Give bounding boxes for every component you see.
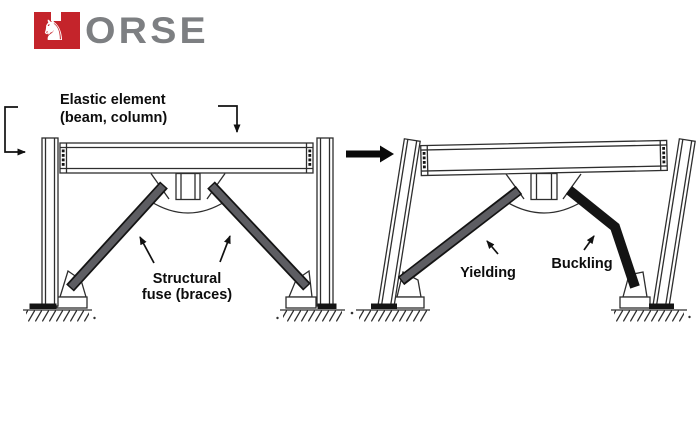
brace-right xyxy=(207,181,311,291)
bolt-group-left xyxy=(422,151,426,169)
elastic-element-label: Elastic element (beam, column) xyxy=(60,92,167,126)
yielding-label: Yielding xyxy=(460,265,516,281)
left-frame-diagram: Elastic element (beam, column) Structura… xyxy=(4,92,345,322)
elastic-arrow-beam xyxy=(218,105,241,133)
right-frame-diagram: Yielding Buckling xyxy=(350,138,696,322)
fuse-arrow-right xyxy=(219,235,231,263)
beam xyxy=(59,142,314,174)
column-right xyxy=(316,137,337,309)
logo-h-notch xyxy=(51,12,61,21)
logo-h-block: ♞ xyxy=(34,12,80,49)
buckling-arrow xyxy=(583,235,595,251)
bolt-group-left xyxy=(61,149,65,166)
column-left-pad xyxy=(371,303,397,309)
ground-hatch-left xyxy=(23,309,96,322)
bolt-group-right xyxy=(662,146,666,164)
yielding-arrow xyxy=(486,240,499,255)
ground-hatch-right xyxy=(611,309,691,322)
structural-fuse-label: Structural fuse (braces) xyxy=(142,271,232,303)
column-right xyxy=(652,138,696,308)
ground-hatch-right xyxy=(276,309,345,322)
column-right-pad xyxy=(649,303,674,309)
column-left xyxy=(29,137,59,309)
horse-logo: ♞ ORSE xyxy=(34,12,206,49)
svg-text:Elastic element: Elastic element xyxy=(60,92,166,108)
elastic-arrow-column xyxy=(4,106,26,156)
buckling-label: Buckling xyxy=(551,256,612,272)
bolt-group-right xyxy=(308,149,312,166)
svg-text:Structural: Structural xyxy=(153,271,222,287)
horse-knight-icon: ♞ xyxy=(40,14,67,47)
yielding-brace xyxy=(397,185,523,286)
svg-text:(beam, column): (beam, column) xyxy=(60,110,167,126)
ground-hatch-left xyxy=(350,309,430,322)
lateral-load-arrow xyxy=(346,145,394,163)
logo-wordmark: ORSE xyxy=(85,10,209,51)
svg-text:fuse (braces): fuse (braces) xyxy=(142,287,232,303)
buckling-brace xyxy=(565,186,640,289)
center-gusset xyxy=(149,172,227,214)
beam xyxy=(420,139,668,177)
brace-left xyxy=(66,181,168,292)
fuse-arrow-left xyxy=(139,236,155,264)
